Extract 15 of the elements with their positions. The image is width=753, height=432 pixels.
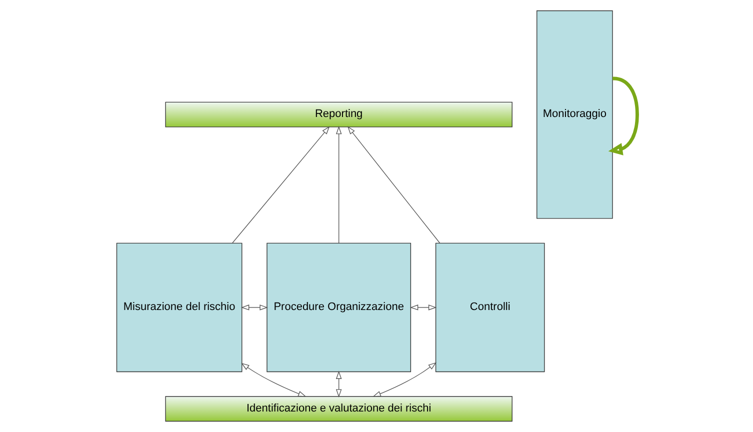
arrow [608,76,638,156]
node-box: Identificazione e valutazione dei rischi [164,396,512,422]
arrow [240,362,306,397]
arrow [240,304,268,310]
node-box: Controlli [434,242,544,372]
node-box: Reporting [164,102,512,128]
node-box: Misurazione del rischio [116,242,242,372]
arrow [232,126,330,244]
arrow [335,126,342,244]
arrow [346,126,440,244]
arrow [372,362,436,397]
node-box: Procedure Organizzazione [266,242,411,372]
arrow [409,304,436,310]
arrow [335,370,342,398]
node-box: Monitoraggio [536,10,612,219]
